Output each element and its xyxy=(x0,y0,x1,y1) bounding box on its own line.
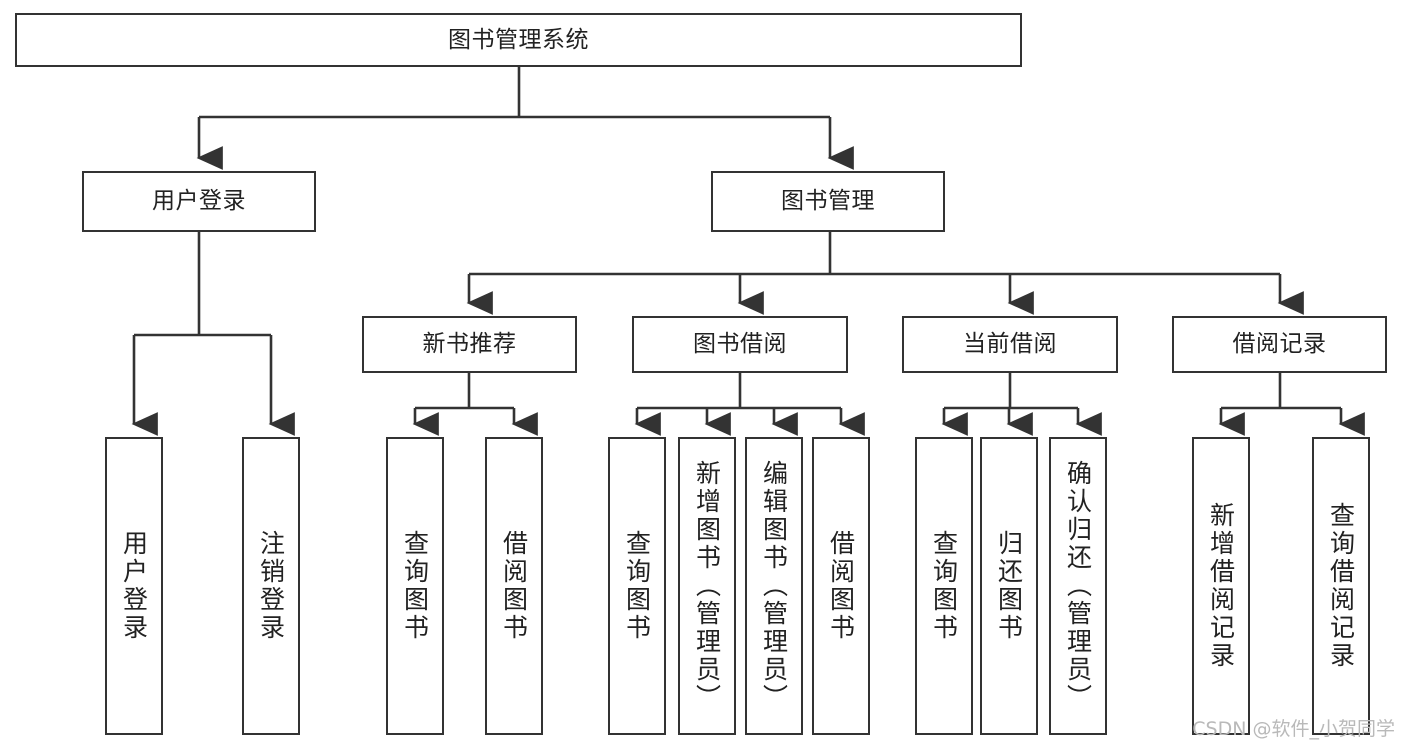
node-user-login[interactable]: 用户登录 xyxy=(82,171,316,232)
node-label: 图书管理 xyxy=(781,188,875,215)
node-label: 新书推荐 xyxy=(422,331,517,358)
node-label: 查询图书 xyxy=(400,530,430,642)
leaf-book-borrow-edit-book-admin[interactable]: 编辑图书（管理员） xyxy=(745,437,803,735)
node-label: 借阅图书 xyxy=(826,530,856,642)
leaf-borrow-record-query-record[interactable]: 查询借阅记录 xyxy=(1312,437,1370,735)
node-label: 确认归还（管理员） xyxy=(1063,460,1093,712)
node-label: 借阅记录 xyxy=(1232,331,1327,358)
leaf-borrow-record-add-record[interactable]: 新增借阅记录 xyxy=(1192,437,1250,735)
node-label: 查询借阅记录 xyxy=(1326,502,1356,670)
node-label: 图书管理系统 xyxy=(448,26,589,53)
node-label: 查询图书 xyxy=(622,530,652,642)
leaf-book-borrow-borrow-book[interactable]: 借阅图书 xyxy=(812,437,870,735)
node-label: 查询图书 xyxy=(929,530,959,642)
node-label: 新增借阅记录 xyxy=(1206,502,1236,670)
leaf-user-login-login[interactable]: 用户登录 xyxy=(105,437,163,735)
leaf-book-borrow-add-book-admin[interactable]: 新增图书（管理员） xyxy=(678,437,736,735)
node-root-book-management-system[interactable]: 图书管理系统 xyxy=(15,13,1022,67)
node-label: 用户登录 xyxy=(119,530,149,642)
node-current-borrow[interactable]: 当前借阅 xyxy=(902,316,1118,373)
node-label: 归还图书 xyxy=(994,530,1024,642)
leaf-new-book-borrow-book[interactable]: 借阅图书 xyxy=(485,437,543,735)
node-book-management[interactable]: 图书管理 xyxy=(711,171,945,232)
leaf-current-borrow-confirm-return-admin[interactable]: 确认归还（管理员） xyxy=(1049,437,1107,735)
node-label: 借阅图书 xyxy=(499,530,529,642)
node-label: 当前借阅 xyxy=(963,331,1057,358)
leaf-current-borrow-return-book[interactable]: 归还图书 xyxy=(980,437,1038,735)
node-label: 新增图书（管理员） xyxy=(692,460,722,712)
node-book-borrow[interactable]: 图书借阅 xyxy=(632,316,848,373)
node-borrow-record[interactable]: 借阅记录 xyxy=(1172,316,1387,373)
leaf-current-borrow-query-book[interactable]: 查询图书 xyxy=(915,437,973,735)
node-new-book-recommend[interactable]: 新书推荐 xyxy=(362,316,577,373)
node-label: 注销登录 xyxy=(256,530,286,642)
leaf-user-login-logout[interactable]: 注销登录 xyxy=(242,437,300,735)
node-label: 图书借阅 xyxy=(693,331,787,358)
leaf-new-book-query-book[interactable]: 查询图书 xyxy=(386,437,444,735)
node-label: 用户登录 xyxy=(152,188,246,215)
leaf-book-borrow-query-book[interactable]: 查询图书 xyxy=(608,437,666,735)
node-label: 编辑图书（管理员） xyxy=(759,460,789,712)
